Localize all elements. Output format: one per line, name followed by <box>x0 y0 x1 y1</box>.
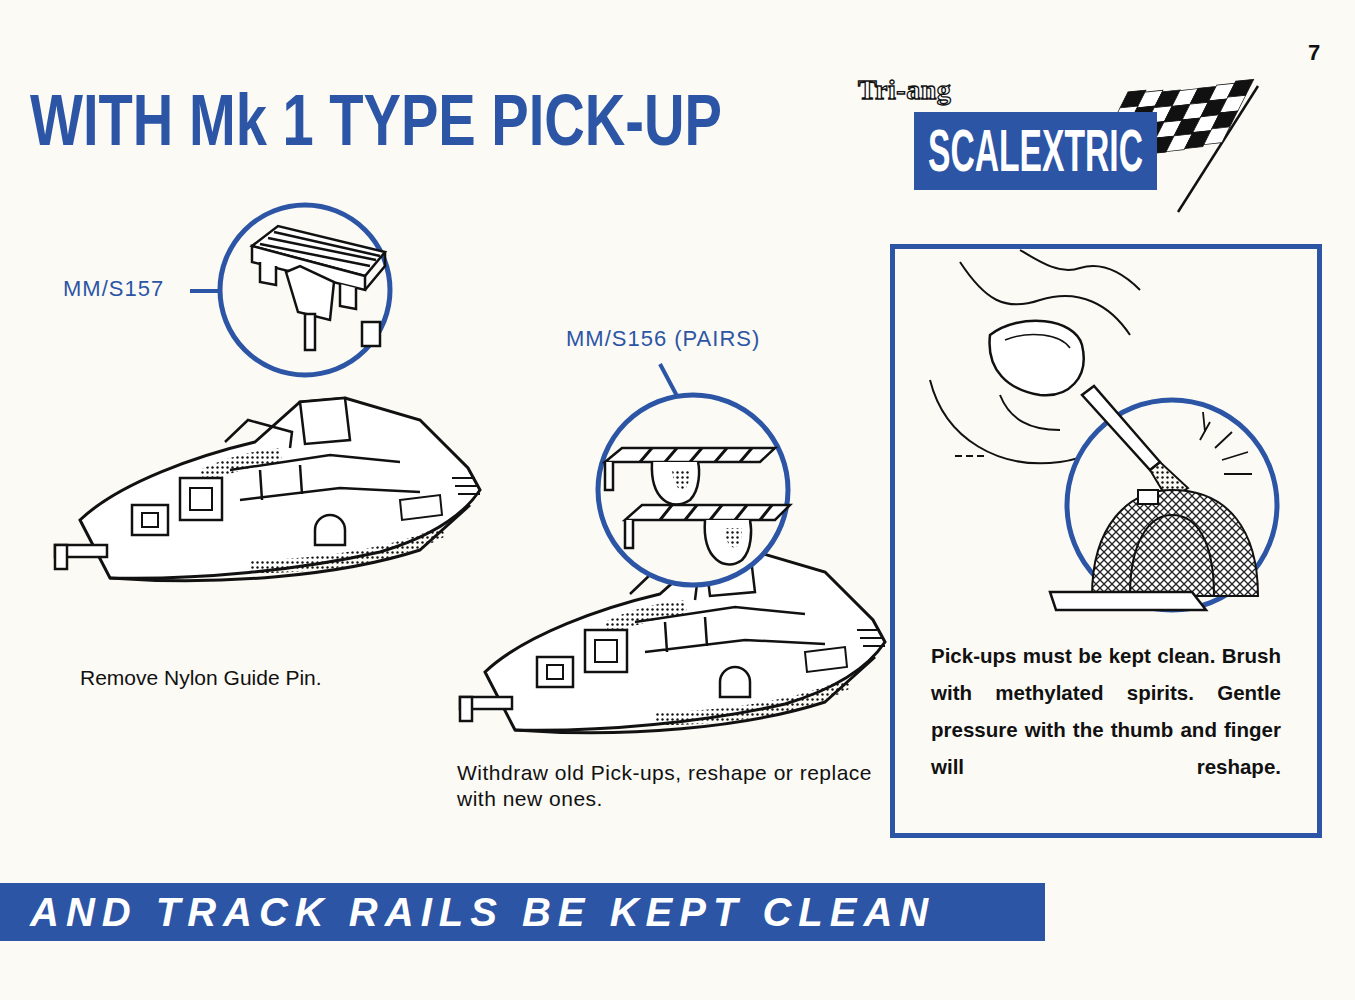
pick-up-detail <box>640 448 752 462</box>
pick-up-detail <box>598 364 790 585</box>
guide-blade-detail <box>286 266 334 320</box>
pick-up-detail <box>598 395 788 585</box>
chequered-flag <box>1212 111 1238 129</box>
pick-up-detail <box>660 505 772 520</box>
chassis-drawing <box>55 398 480 581</box>
pick-up-detail <box>605 462 613 490</box>
cleaning-drawing <box>1200 412 1252 474</box>
guide-blade-detail <box>190 205 390 375</box>
pick-up-detail <box>652 462 699 504</box>
cleaning-drawing <box>1130 515 1214 596</box>
guide-blade-detail <box>305 314 315 350</box>
chassis-drawing <box>55 398 480 581</box>
cleaning-drawing <box>1000 395 1060 430</box>
instruction-text: Withdraw old Pick-ups, reshape or replac… <box>457 760 877 812</box>
cleaning-drawing <box>1020 250 1140 290</box>
cleaning-drawing <box>1138 490 1158 504</box>
cleaning-drawing <box>1005 334 1070 348</box>
cleaning-drawing <box>1092 490 1258 596</box>
cleaning-drawing <box>1050 592 1206 610</box>
banner: AND TRACK RAILS BE KEPT CLEAN <box>0 883 1045 941</box>
guide-blade-detail <box>220 205 390 375</box>
guide-blade-detail <box>190 289 221 293</box>
note-text: Pick-ups must be kept clean. Brush with … <box>931 637 1281 785</box>
cleaning-drawing <box>955 455 985 457</box>
page-number: 7 <box>1308 40 1320 66</box>
cleaning-drawing <box>930 250 1277 610</box>
cleaning-drawing <box>990 321 1084 396</box>
pick-up-detail <box>605 448 775 462</box>
pick-up-detail <box>660 364 677 396</box>
pick-up-detail <box>625 505 790 520</box>
pick-up-detail <box>705 520 751 564</box>
guide-blade-detail <box>362 322 380 346</box>
part-number: MM/S157 <box>63 276 164 302</box>
cleaning-drawing <box>1082 386 1160 470</box>
cleaning-drawing <box>1067 400 1277 610</box>
page-title: WITH Mk 1 TYPE PICK-UP <box>30 84 722 156</box>
pick-up-detail <box>724 528 742 548</box>
instruction-text: Remove Nylon Guide Pin. <box>80 666 322 690</box>
brand-name: SCALEXTRIC <box>928 112 1143 190</box>
chequered-flag <box>1228 79 1254 97</box>
pick-up-detail <box>672 470 690 490</box>
brand-box: SCALEXTRIC <box>914 112 1157 190</box>
part-number: MM/S156 (PAIRS) <box>566 326 760 352</box>
banner-text: AND TRACK RAILS BE KEPT CLEAN <box>30 883 935 941</box>
chequered-flag <box>1220 95 1246 113</box>
brand-logo: Tri-ang <box>858 74 951 106</box>
chequered-flag <box>1178 86 1258 212</box>
guide-blade-detail <box>365 252 385 290</box>
pick-up-detail <box>625 520 633 548</box>
chequered-flag <box>1204 127 1230 145</box>
note-box: Pick-ups must be kept clean. Brush with … <box>890 244 1322 838</box>
